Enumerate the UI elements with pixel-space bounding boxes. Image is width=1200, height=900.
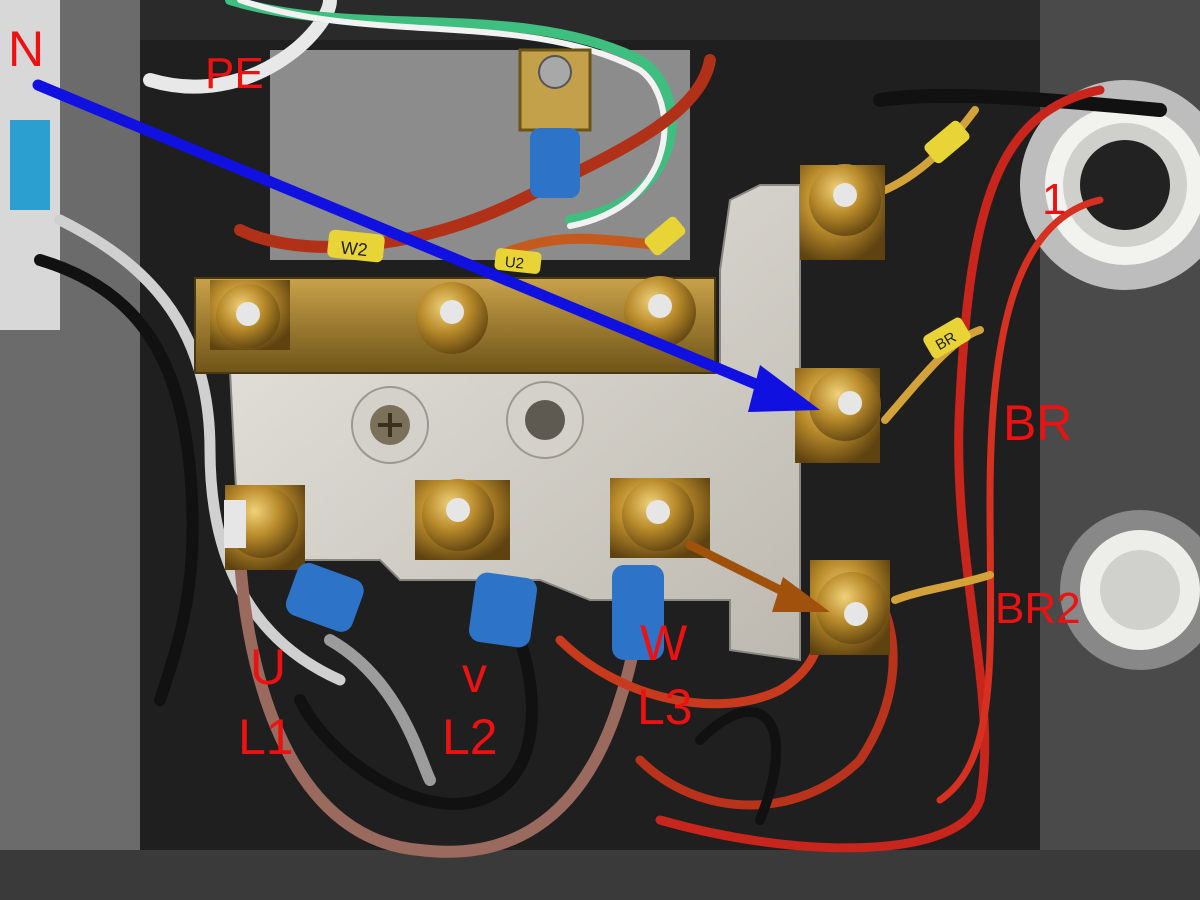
wire-tag-yellow [644,216,686,256]
label-br2: BR2 [995,584,1081,633]
cable-gland-bottom-right [1060,510,1200,670]
terminal-br [795,368,881,463]
back-plate [270,50,690,260]
label-w: W [640,615,688,671]
label-l2: L2 [442,709,498,765]
n-arrow [32,79,820,412]
label-1: 1 [1042,175,1067,224]
label-n: N [8,21,45,77]
wire-tag-u2: U2 [494,248,542,274]
terminal-v1 [415,479,510,560]
label-l1: L1 [238,709,294,765]
blue-ferrules [285,563,664,660]
label-l3: L3 [637,679,693,735]
svg-text:U2: U2 [504,254,525,273]
svg-text:W2: W2 [340,237,369,260]
terminal-right-top [800,164,885,260]
housing-bottom-edge [0,850,1200,900]
bridge-nut-right [624,276,696,348]
terminal-u1 [224,485,305,570]
bridge-nut-middle [416,282,488,354]
wire-tag-yellow-top [924,120,970,164]
w-to-br2-arrow [685,540,830,612]
cable-gland-top-right [1020,80,1200,290]
wiring [34,0,1167,858]
pe-terminal [518,48,592,198]
cable-left [0,0,60,330]
label-v: v [462,647,487,703]
terminal-nuts [210,164,890,655]
label-pe: PE [205,49,264,98]
bridge-nut-left [210,280,290,350]
label-u: U [250,639,287,695]
label-br: BR [1003,395,1073,451]
wire-tag-w2: W2 [327,229,385,263]
